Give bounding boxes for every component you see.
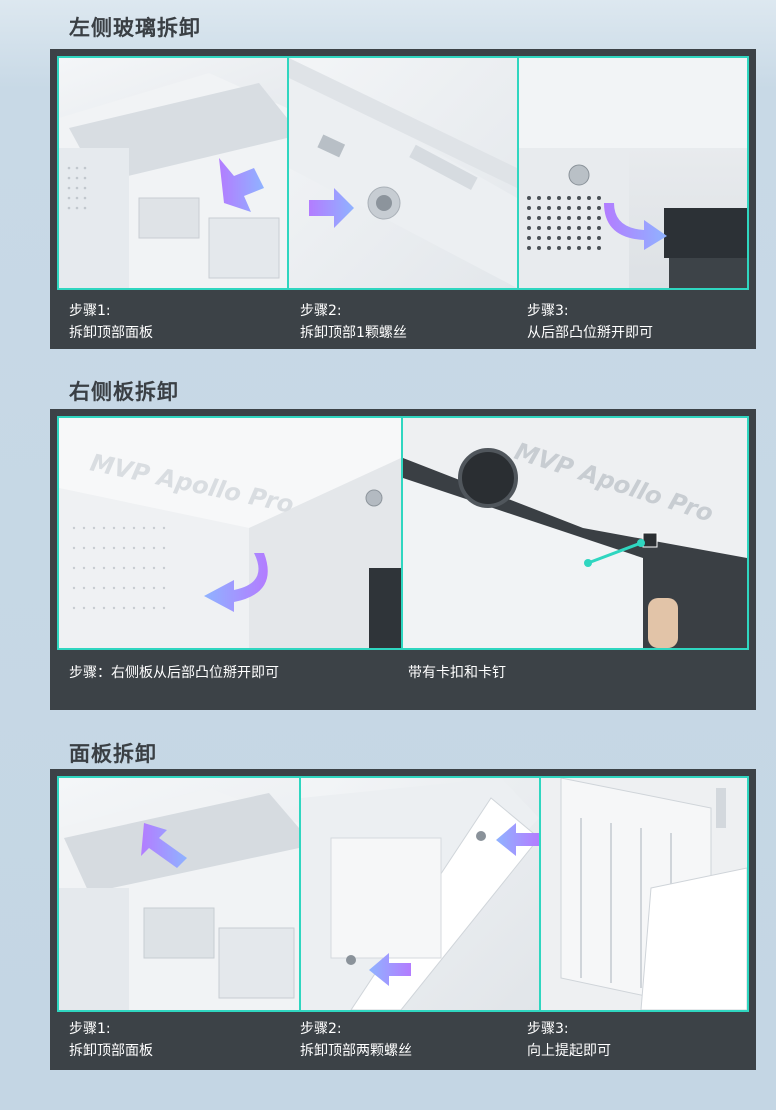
case-illustration [59,788,299,1010]
arrow-icon [219,158,264,212]
front-frame-illustration [301,778,539,1010]
step-label: 步骤3: [527,1021,569,1037]
step-desc: 从后部凸位掰开即可 [527,325,653,341]
step-desc: 拆卸顶部两颗螺丝 [300,1043,412,1059]
divider [299,778,301,1010]
step-desc: 拆卸顶部面板 [69,325,153,341]
photo-remove-top-panel [59,778,299,1010]
thumbscrew-icon [365,489,383,507]
thumbscrew-icon [568,164,590,186]
arrow-right-icon [309,188,354,228]
arrow-left-icon [496,823,539,856]
step-label: 步骤2: [300,1021,342,1037]
screw-illustration [289,58,517,288]
step-desc: 向上提起即可 [527,1043,611,1059]
panel-right-panel: MVP Apollo Pro MVP Apollo Pro [50,409,756,710]
section-title-front-panel: 面板拆卸 [69,742,157,766]
arrow-icon [141,823,187,868]
panel-left-glass: 步骤1: 拆卸顶部面板 步骤2: 拆卸顶部1颗螺丝 步骤3: 从后部凸位掰开即可 [50,49,756,349]
step-caption: 步骤3: 向上提起即可 [527,1018,611,1062]
case-rear-illustration [519,58,747,288]
photo-lift-up [541,778,747,1010]
step-label: 步骤1: [69,303,111,319]
divider [517,58,519,288]
double-arrow-icon [587,541,642,565]
image-row-front-panel [57,776,749,1012]
photo-pry-open [519,58,747,288]
step-caption-right-panel: 步骤：右侧板从后部凸位掰开即可 [69,665,279,681]
step-desc: 拆卸顶部面板 [69,1043,153,1059]
finger-image [648,598,678,648]
step-caption: 步骤1: 拆卸顶部面板 [69,1018,153,1062]
photo-remove-screw [289,58,517,288]
step-label: 步骤3: [527,303,569,319]
step-caption: 步骤2: 拆卸顶部两颗螺丝 [300,1018,412,1062]
divider [401,418,403,648]
photo-clip-and-pin: MVP Apollo Pro [403,418,747,648]
screw-icon [476,831,486,841]
screw-icon [376,195,392,211]
screw-icon [346,955,356,965]
note-caption: 带有卡扣和卡钉 [408,665,506,681]
section-title-left-glass: 左侧玻璃拆卸 [69,16,201,40]
arrow-left-icon [369,953,411,986]
step-label: 步骤1: [69,1021,111,1037]
photo-right-panel-pry: MVP Apollo Pro [59,418,401,648]
photo-remove-two-screws [301,778,539,1010]
image-row-left-glass [57,56,749,290]
section-title-right-panel: 右侧板拆卸 [69,380,179,404]
right-panel-illustration: MVP Apollo Pro [59,418,401,648]
image-row-right-panel: MVP Apollo Pro MVP Apollo Pro [57,416,749,650]
case-illustration [59,73,287,288]
step-label: 步骤2: [300,303,342,319]
step-caption: 步骤3: 从后部凸位掰开即可 [527,300,653,344]
divider [539,778,541,1010]
step-caption: 步骤2: 拆卸顶部1颗螺丝 [300,300,407,344]
panel-front-panel: 步骤1: 拆卸顶部面板 步骤2: 拆卸顶部两颗螺丝 步骤3: 向上提起即可 [50,769,756,1070]
step-desc: 拆卸顶部1颗螺丝 [300,325,407,341]
clip-pin-illustration: MVP Apollo Pro [403,418,747,648]
front-lift-illustration [541,778,747,1010]
curved-arrow-icon [204,553,268,612]
step-caption: 步骤1: 拆卸顶部面板 [69,300,153,344]
curved-arrow-icon [604,203,667,250]
photo-remove-top-panel [59,58,287,288]
divider [287,58,289,288]
